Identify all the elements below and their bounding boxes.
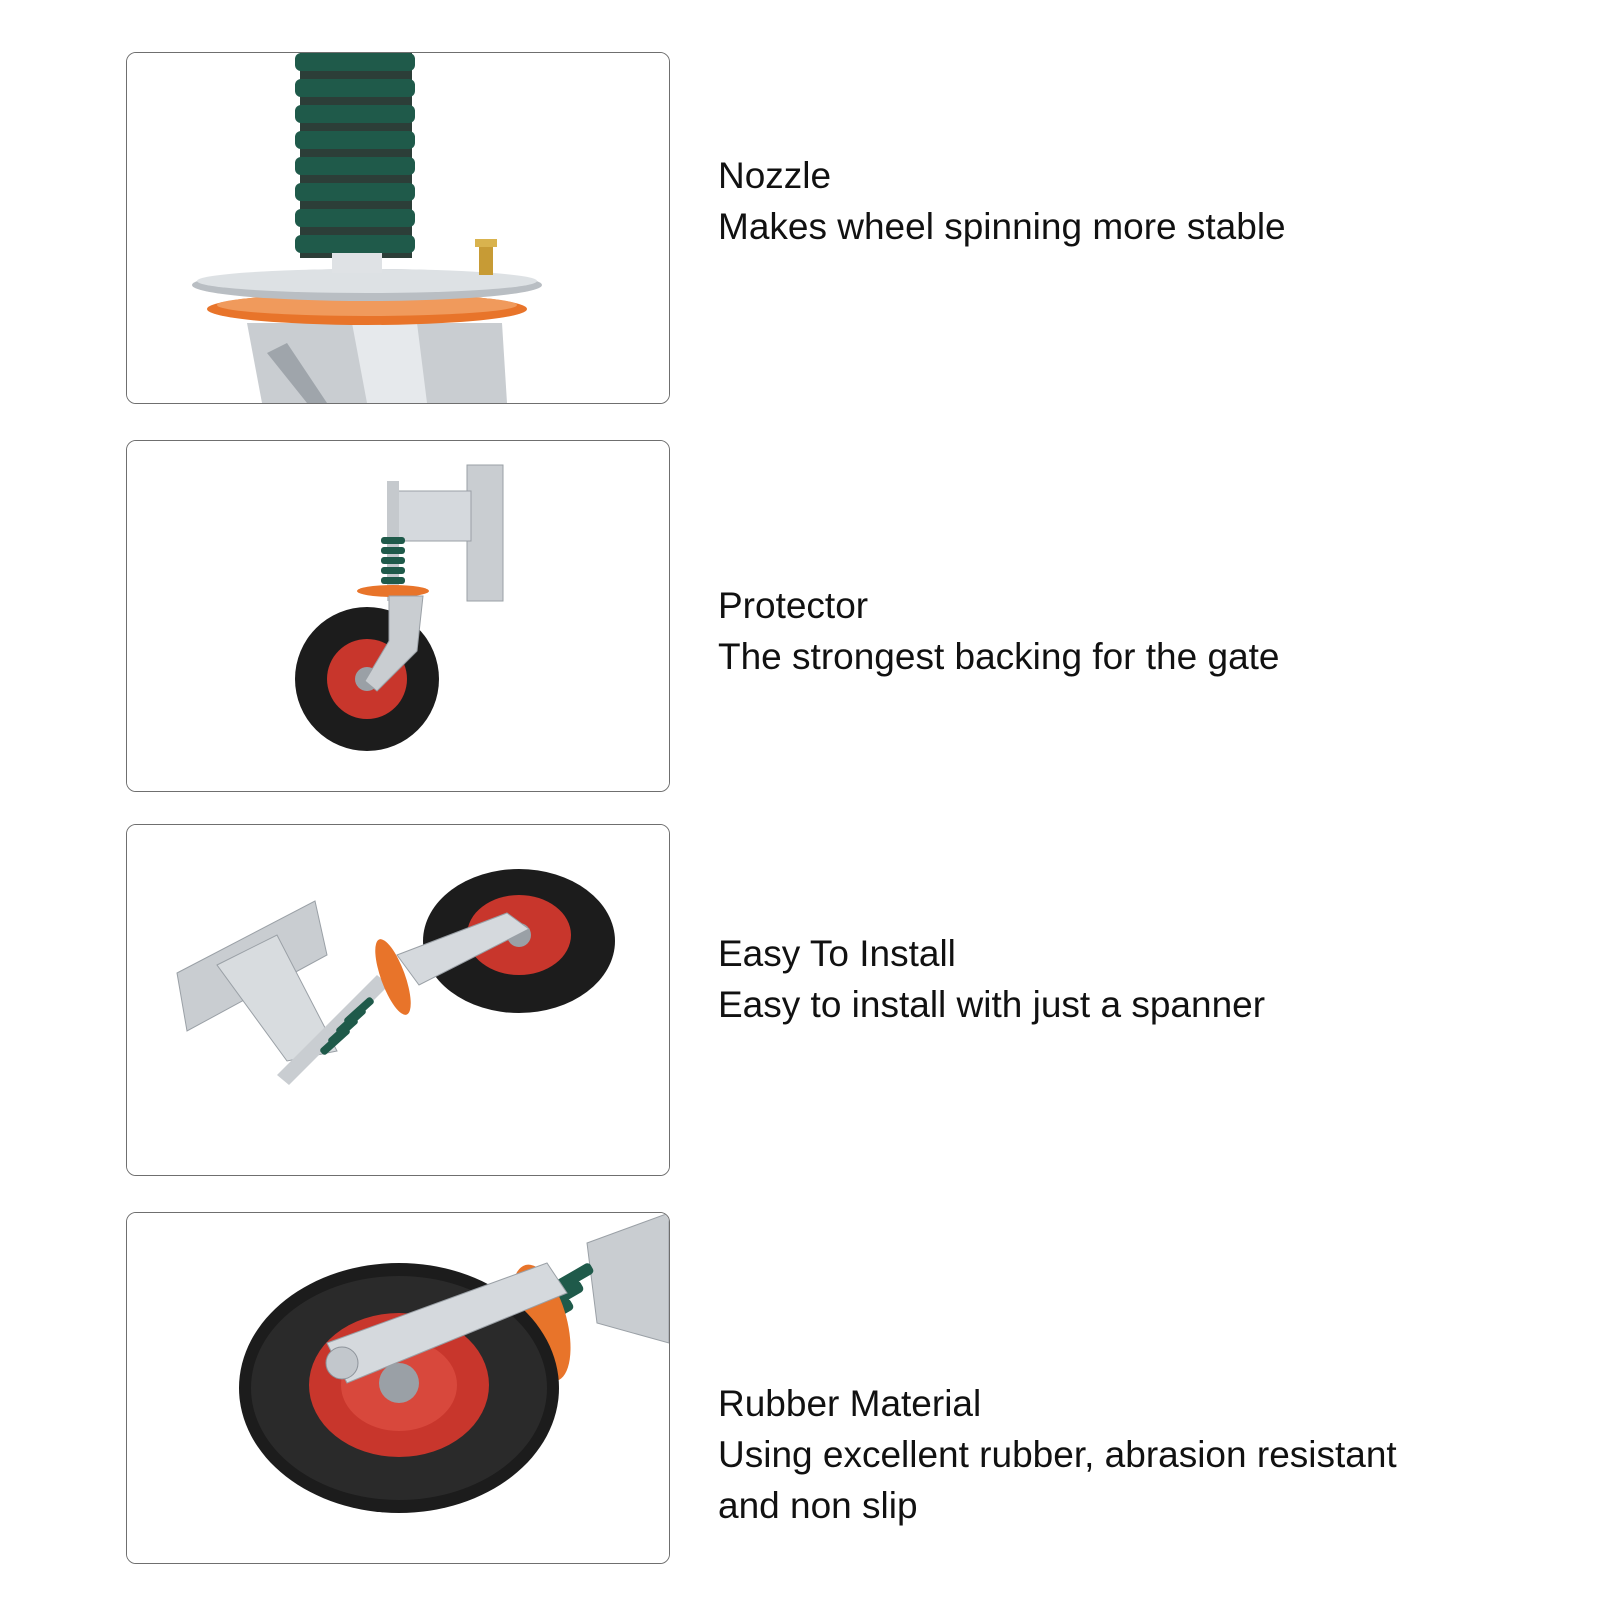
rubber-tire-closeup-icon: [127, 1213, 669, 1563]
easy-install-image: [126, 824, 670, 1176]
feature-description: and non slip: [718, 1485, 918, 1526]
feature-text: Rubber Material Using excellent rubber, …: [718, 1378, 1538, 1531]
feature-row-easy-install: Easy To Install Easy to install with jus…: [0, 824, 1601, 1176]
feature-text: Nozzle Makes wheel spinning more stable: [718, 150, 1538, 252]
feature-row-rubber-material: Rubber Material Using excellent rubber, …: [0, 1212, 1601, 1564]
protector-image: [126, 440, 670, 792]
gate-wheel-side-view-icon: [127, 825, 669, 1175]
feature-description: Easy to install with just a spanner: [718, 984, 1266, 1025]
feature-title: Easy To Install: [718, 933, 956, 974]
rubber-material-image: [126, 1212, 670, 1564]
feature-title: Nozzle: [718, 155, 832, 196]
feature-description: Makes wheel spinning more stable: [718, 206, 1286, 247]
feature-title: Protector: [718, 585, 869, 626]
feature-description: Using excellent rubber, abrasion resista…: [718, 1434, 1397, 1475]
feature-title: Rubber Material: [718, 1383, 982, 1424]
feature-description: The strongest backing for the gate: [718, 636, 1280, 677]
gate-wheel-with-bracket-icon: [127, 441, 669, 791]
nozzle-image: [126, 52, 670, 404]
feature-row-protector: Protector The strongest backing for the …: [0, 440, 1601, 792]
feature-text: Easy To Install Easy to install with jus…: [718, 928, 1538, 1030]
feature-text: Protector The strongest backing for the …: [718, 580, 1538, 682]
feature-row-nozzle: Nozzle Makes wheel spinning more stable: [0, 52, 1601, 404]
spring-swivel-plate-closeup-icon: [127, 53, 669, 403]
